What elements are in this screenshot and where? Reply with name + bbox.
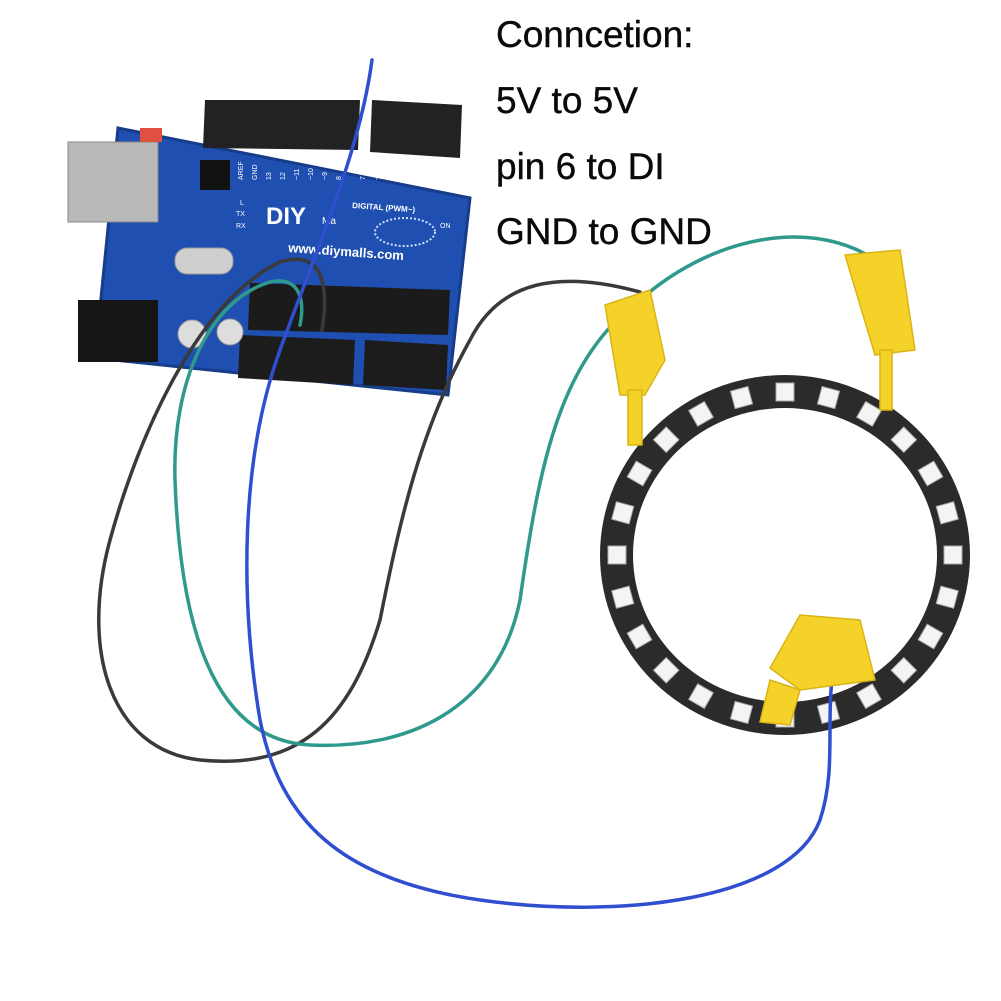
led-pixel bbox=[856, 400, 882, 427]
led-pixel bbox=[890, 656, 918, 684]
connection-title: Conncetion: bbox=[496, 14, 694, 55]
board-brand: DIY bbox=[266, 203, 306, 230]
led-pixel bbox=[611, 585, 635, 609]
led-pixel bbox=[688, 683, 714, 710]
pin-label: 4 bbox=[402, 176, 409, 180]
wire-blue bbox=[245, 58, 842, 909]
board-digital-label: DIGITAL (PWM~) bbox=[352, 201, 416, 214]
pin-label: 13 bbox=[266, 172, 273, 180]
pin-label: 2 bbox=[430, 176, 437, 180]
led-pixel bbox=[729, 700, 754, 725]
test-clips bbox=[604, 249, 916, 726]
pin-label: ~11 bbox=[294, 169, 301, 180]
led-pixel bbox=[652, 426, 680, 454]
pin-label: ~9 bbox=[322, 172, 329, 180]
pin-label: RX←0 bbox=[458, 159, 465, 180]
led-pixel bbox=[729, 385, 754, 410]
led-pixel bbox=[935, 501, 959, 525]
pin-label: AREF bbox=[238, 161, 245, 180]
led-pixel bbox=[688, 400, 714, 427]
pin-label: GND bbox=[252, 164, 259, 180]
led-pixel bbox=[626, 623, 653, 650]
led-pixel bbox=[775, 382, 795, 402]
pin-label: 7 bbox=[360, 176, 367, 180]
led-pixel bbox=[917, 623, 944, 650]
led-label-tx: TX bbox=[236, 211, 245, 218]
led-ring bbox=[600, 375, 970, 735]
pin-label: ~6 bbox=[374, 172, 381, 180]
led-pixel bbox=[935, 585, 959, 609]
connection-line-gnd: GND to GND bbox=[496, 211, 712, 252]
led-label-on: ON bbox=[440, 223, 451, 230]
arduino-board: DIY Ma www.diymalls.com DIGITAL (PWM~) L… bbox=[67, 100, 472, 397]
pin-label: TX→1 bbox=[444, 160, 451, 180]
led-label-rx: RX bbox=[236, 223, 246, 230]
led-pixel bbox=[626, 460, 653, 487]
led-label-l: L bbox=[240, 200, 244, 207]
led-pixel bbox=[816, 385, 841, 410]
led-pixel bbox=[652, 656, 680, 684]
pin-label: ~5 bbox=[388, 172, 395, 180]
led-pixel bbox=[943, 545, 963, 565]
pin-label: ~3 bbox=[416, 172, 423, 180]
pin-label: 8 bbox=[336, 176, 343, 180]
connection-line-pin6: pin 6 to DI bbox=[496, 146, 665, 187]
led-pixel bbox=[856, 683, 882, 710]
connection-line-5v: 5V to 5V bbox=[496, 80, 638, 121]
led-pixel bbox=[607, 545, 627, 565]
pin-label: ~10 bbox=[308, 168, 315, 180]
led-pixel bbox=[611, 501, 635, 525]
pin-label: 12 bbox=[280, 172, 287, 180]
led-pixel bbox=[890, 426, 918, 454]
wire-black bbox=[97, 257, 642, 763]
led-pixel bbox=[917, 460, 944, 487]
